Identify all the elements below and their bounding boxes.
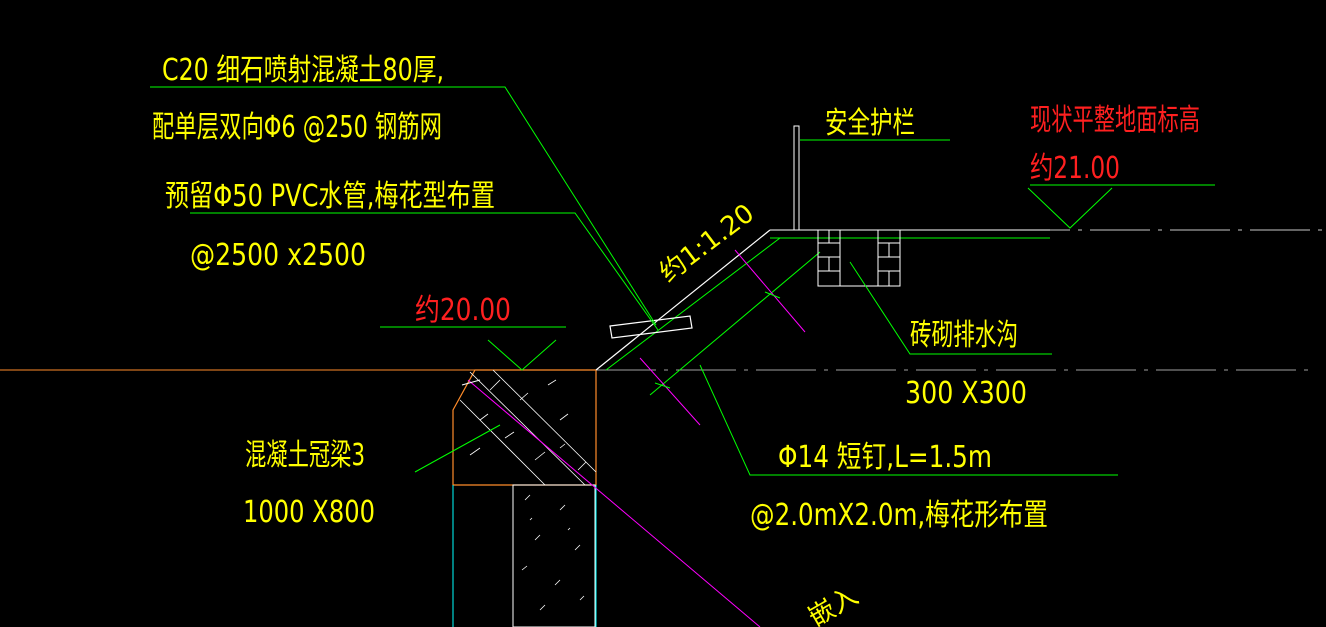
tick-lower xyxy=(654,382,671,389)
guardrail-post xyxy=(793,125,800,231)
slope-line-outer xyxy=(595,229,771,371)
pile-hatch xyxy=(521,494,585,611)
label-concrete-spray-1: C20 细石喷射混凝土80厚, xyxy=(162,53,444,88)
label-concrete-spray-2: 配单层双向Φ6 @250 钢筋网 xyxy=(152,110,442,145)
soil-nail-upper xyxy=(734,249,806,333)
label-drain-2: 300 X300 xyxy=(905,376,1027,411)
label-pvc-pipe-1: 预留Φ50 PVC水管,梅花型布置 xyxy=(165,179,495,214)
label-slope: 约1:1.20 xyxy=(654,198,760,288)
brick-drain xyxy=(817,229,901,287)
elevation-marker-high xyxy=(1027,187,1113,229)
label-drain-1: 砖砌排水沟 xyxy=(910,318,1018,353)
tick-beam xyxy=(461,379,481,386)
label-elevation-high-2: 约21.00 xyxy=(1030,151,1120,186)
label-guardrail: 安全护栏 xyxy=(825,106,915,141)
slope-line-offset xyxy=(649,251,821,396)
label-nail-1: Φ14 短钉,L=1.5m xyxy=(778,440,992,475)
tick-upper xyxy=(764,291,781,299)
label-elevation-low: 约20.00 xyxy=(415,293,511,328)
label-pvc-pipe-2: @2500 x2500 xyxy=(190,238,366,273)
label-nail-2: @2.0mX2.0m,梅花形布置 xyxy=(750,498,1048,533)
label-crown-beam-1: 混凝土冠梁3 xyxy=(245,438,365,473)
slope-line-inner xyxy=(605,237,781,371)
pile-outline xyxy=(512,484,596,627)
soil-nail-long xyxy=(467,379,761,627)
pvc-pipe xyxy=(609,315,693,339)
label-cut-text: 嵌入 xyxy=(804,581,864,627)
leader-lines xyxy=(150,86,1215,476)
crown-beam-diagonals xyxy=(459,369,597,486)
soil-nail-lower xyxy=(639,357,701,426)
label-elevation-high-1: 现状平整地面标高 xyxy=(1030,103,1200,138)
label-crown-beam-2: 1000 X800 xyxy=(243,495,375,530)
elevation-marker-low xyxy=(487,339,557,371)
crown-beam-hatch xyxy=(469,379,587,471)
